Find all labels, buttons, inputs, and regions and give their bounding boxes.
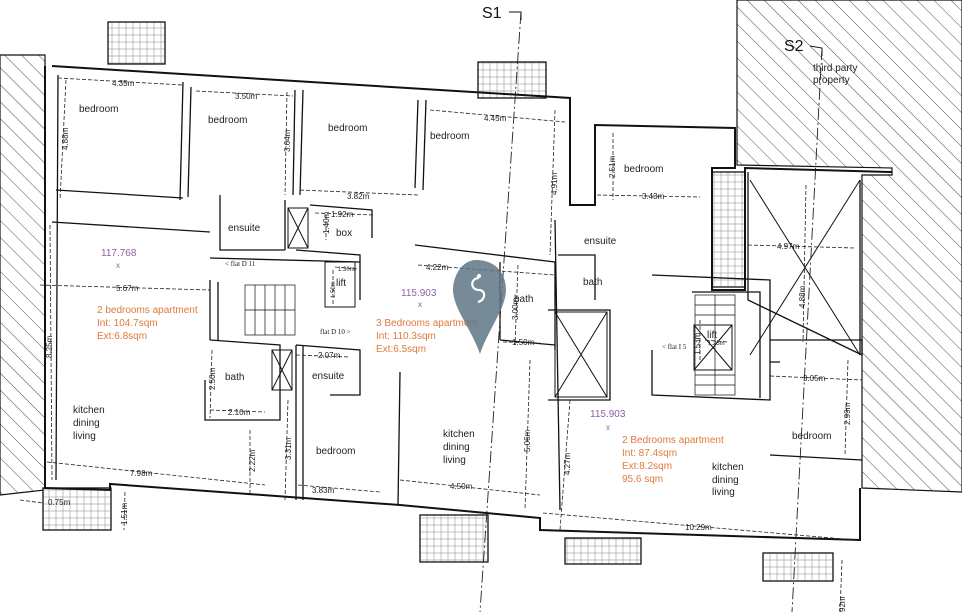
dimension-label: 4.88m	[798, 285, 807, 308]
room-label-kitchen: kitchen	[443, 429, 475, 440]
level-marker: x	[418, 300, 422, 309]
apartment-title: 2 Bedrooms apartment	[622, 435, 724, 446]
room-label-lift: lift	[707, 330, 717, 341]
apartment-internal-area: Int: 110.3sqm	[376, 331, 436, 342]
dimension-labels: 4.35m 3.50m 4.88m 3.64m 3.82m 4.45m 4.91…	[45, 79, 852, 612]
dimension-label: 8.25m	[45, 335, 54, 358]
flat-label-d11: < flat D 11	[225, 260, 256, 268]
section-label-s2: S2	[784, 38, 804, 55]
dimension-label: 3.64m	[283, 129, 292, 152]
dimension-label: 1.30m	[338, 267, 355, 273]
room-label-living: living	[73, 431, 96, 442]
dimension-label: 4.45m	[484, 114, 507, 123]
dimension-label: 4.88m	[61, 127, 70, 150]
dimension-label: 3.43m	[642, 192, 665, 201]
room-label-box: box	[336, 228, 352, 239]
apartment-external-area: Ext:6.5sqm	[376, 344, 426, 355]
room-label-dining: dining	[73, 418, 100, 429]
room-label-bedroom: bedroom	[208, 115, 247, 126]
room-label-dining: dining	[712, 475, 739, 486]
apartment-external-area: Ext:8.2sqm	[622, 461, 672, 472]
room-labels: bedroom bedroom bedroom bedroom bedroom …	[73, 104, 831, 498]
dimension-label: 4.50m	[450, 482, 473, 491]
dimension-label: 1.25m	[708, 341, 725, 347]
apartment-2-info: 115.903 x 3 Bedrooms apartment Int: 110.…	[376, 288, 478, 355]
dimension-label: 4.35m	[112, 79, 135, 88]
apartment-internal-area: Int: 104.7sqm	[97, 318, 158, 329]
room-label-ensuite: ensuite	[584, 236, 617, 247]
dimension-label: 1.92m	[331, 210, 354, 219]
dimension-label: 2.07m	[318, 351, 341, 360]
dimension-label: 3.83m	[312, 486, 335, 495]
dimension-label: 2.22m	[248, 449, 257, 472]
room-label-dining: dining	[443, 442, 470, 453]
dimension-label: 4.22m	[426, 263, 449, 272]
level-marker: x	[606, 423, 610, 432]
level-marker: x	[116, 261, 120, 270]
section-lines	[479, 11, 823, 612]
room-label-lift: lift	[336, 278, 346, 289]
room-label-bedroom: bedroom	[79, 104, 118, 115]
dimension-label: 0.75m	[48, 498, 71, 507]
dimension-label: 3.50m	[235, 92, 258, 101]
floor-level: 117.768	[101, 248, 137, 259]
location-pin-icon[interactable]	[453, 260, 506, 354]
room-label-bedroom: bedroom	[792, 431, 831, 442]
apartment-internal-area: Int: 87.4sqm	[622, 448, 677, 459]
apartment-external-area: Ext:6.8sqm	[97, 331, 147, 342]
dimension-label: 2.50m	[208, 367, 217, 390]
apartment-title: 3 Bedrooms apartment	[376, 318, 478, 329]
dimension-label: 3.05m	[803, 374, 826, 383]
dimension-label: 5.06m	[523, 429, 532, 452]
dimension-lines	[19, 77, 863, 612]
flat-labels: < flat D 11 flat D 10 > < flat I 5	[225, 260, 687, 351]
dimension-label: 10.29m	[685, 523, 712, 532]
room-label-bedroom: bedroom	[328, 123, 367, 134]
room-label-bath: bath	[583, 277, 602, 288]
apartment-3-info: 115.903 x 2 Bedrooms apartment Int: 87.4…	[590, 409, 724, 485]
room-label-bedroom: bedroom	[430, 131, 469, 142]
room-label-kitchen: kitchen	[73, 405, 105, 416]
balconies	[42, 21, 834, 582]
third-party-label: property	[813, 75, 850, 86]
third-party-label: third party	[813, 63, 857, 74]
dimension-label: 92m	[838, 596, 847, 612]
dimension-label: 3.31m	[284, 437, 293, 460]
room-label-bedroom: bedroom	[624, 164, 663, 175]
dimension-label: 2.99m	[843, 402, 852, 425]
dimension-label: 1.50m	[331, 281, 337, 298]
dimension-label: 3.82m	[347, 192, 370, 201]
apartment-title: 2 bedrooms apartment	[97, 305, 198, 316]
dimension-label: 1.53m	[693, 332, 702, 355]
dimension-label: 1.40m	[322, 211, 331, 234]
room-label-kitchen: kitchen	[712, 462, 744, 473]
dimension-label: 7.98m	[130, 469, 153, 478]
flat-label-i5: < flat I 5	[662, 343, 687, 351]
room-label-living: living	[443, 455, 466, 466]
room-label-living: living	[712, 487, 735, 498]
section-label-s1: S1	[482, 5, 502, 22]
apartment-1-info: 117.768 x 2 bedrooms apartment Int: 104.…	[97, 248, 198, 342]
apartment-total-area: 95.6 sqm	[622, 474, 663, 485]
floor-level: 115.903	[590, 409, 626, 420]
shafts	[244, 179, 861, 398]
dimension-label: 4.97m	[777, 242, 800, 251]
dimension-label: 2.10m	[228, 408, 251, 417]
dimension-label: 4.27m	[563, 452, 572, 475]
dimension-label: 2.51m	[608, 155, 617, 178]
dimension-label: 5.67m	[116, 284, 139, 293]
room-label-bath: bath	[225, 372, 244, 383]
dimension-label: 3.00m	[511, 297, 520, 320]
room-label-bedroom: bedroom	[316, 446, 355, 457]
floor-level: 115.903	[401, 288, 437, 299]
flat-label-d10: flat D 10 >	[320, 328, 351, 336]
dimension-label: 1.51m	[120, 502, 129, 525]
room-label-bath: bath	[514, 294, 533, 305]
dimension-label: 1.50m	[512, 338, 535, 347]
dimension-label: 4.91m	[550, 172, 559, 195]
room-label-ensuite: ensuite	[312, 371, 345, 382]
room-label-ensuite: ensuite	[228, 223, 261, 234]
